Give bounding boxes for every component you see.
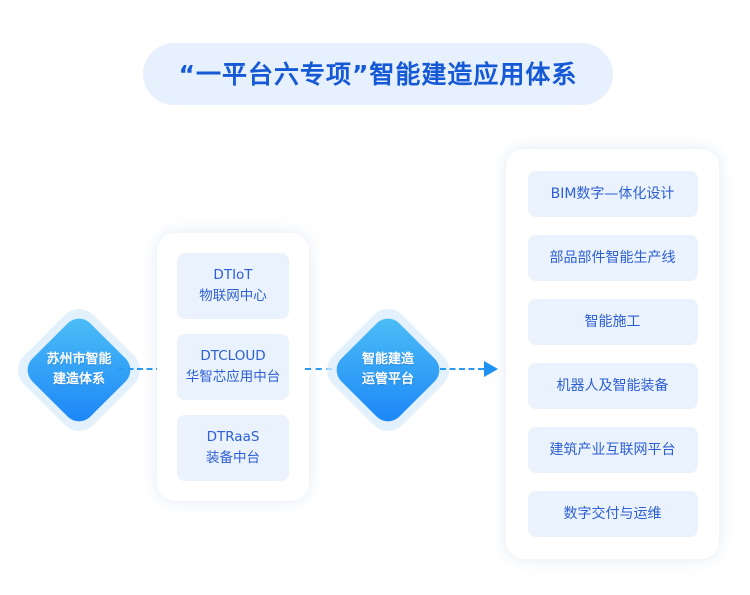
application-item-5[interactable]: 建筑产业互联网平台 (527, 427, 698, 473)
diagram-title-pill: “一平台六专项”智能建造应用体系 (143, 43, 613, 105)
middle-card-item-1[interactable]: DTIoT 物联网中心 (177, 253, 289, 319)
application-item-5-label: 建筑产业互联网平台 (549, 442, 676, 458)
node-source-system[interactable]: 苏州市智能 建造体系 (9, 300, 149, 440)
middle-card-item-3-title: DTRaaS (206, 429, 260, 445)
application-item-4-label: 机器人及智能装备 (556, 378, 669, 394)
node-platform-line2: 运管平台 (361, 372, 414, 387)
middle-platform-card: DTIoT 物联网中心 DTCLOUD 华智芯应用中台 DTRaaS 装备中台 (157, 233, 309, 501)
middle-card-item-3-subtitle: 装备中台 (206, 450, 260, 466)
application-item-6[interactable]: 数字交付与运维 (527, 491, 698, 537)
node-operations-platform[interactable]: 智能建造 运管平台 (318, 300, 458, 440)
middle-card-item-2-subtitle: 华智芯应用中台 (185, 369, 281, 385)
application-item-4[interactable]: 机器人及智能装备 (527, 363, 698, 409)
application-item-3-label: 智能施工 (584, 314, 641, 330)
application-item-1-label: BIM数字—体化设计 (550, 186, 675, 202)
node-source-line2: 建造体系 (52, 372, 105, 387)
applications-card: BIM数字—体化设计 部品部件智能生产线 智能施工 机器人及智能装备 建筑产业互… (506, 149, 719, 559)
middle-card-item-2[interactable]: DTCLOUD 华智芯应用中台 (177, 334, 289, 400)
connector-middle-to-platform (305, 368, 343, 370)
node-platform-line1: 智能建造 (361, 352, 414, 367)
middle-card-item-1-subtitle: 物联网中心 (199, 288, 267, 304)
connector-platform-to-applications (440, 368, 484, 370)
application-item-2-label: 部品部件智能生产线 (549, 250, 676, 266)
application-item-1[interactable]: BIM数字—体化设计 (527, 171, 698, 217)
application-item-2[interactable]: 部品部件智能生产线 (527, 235, 698, 281)
application-item-6-label: 数字交付与运维 (563, 506, 662, 522)
page-title: “一平台六专项”智能建造应用体系 (178, 59, 578, 89)
middle-card-item-1-title: DTIoT (213, 267, 253, 283)
arrow-right-icon (484, 361, 498, 377)
application-item-3[interactable]: 智能施工 (527, 299, 698, 345)
middle-card-item-3[interactable]: DTRaaS 装备中台 (177, 415, 289, 481)
node-source-line1: 苏州市智能 (46, 352, 112, 367)
connector-source-to-middle (118, 368, 162, 370)
middle-card-item-2-title: DTCLOUD (200, 348, 266, 364)
node-source-label: 苏州市智能 建造体系 (24, 315, 134, 425)
node-platform-label: 智能建造 运管平台 (333, 315, 443, 425)
